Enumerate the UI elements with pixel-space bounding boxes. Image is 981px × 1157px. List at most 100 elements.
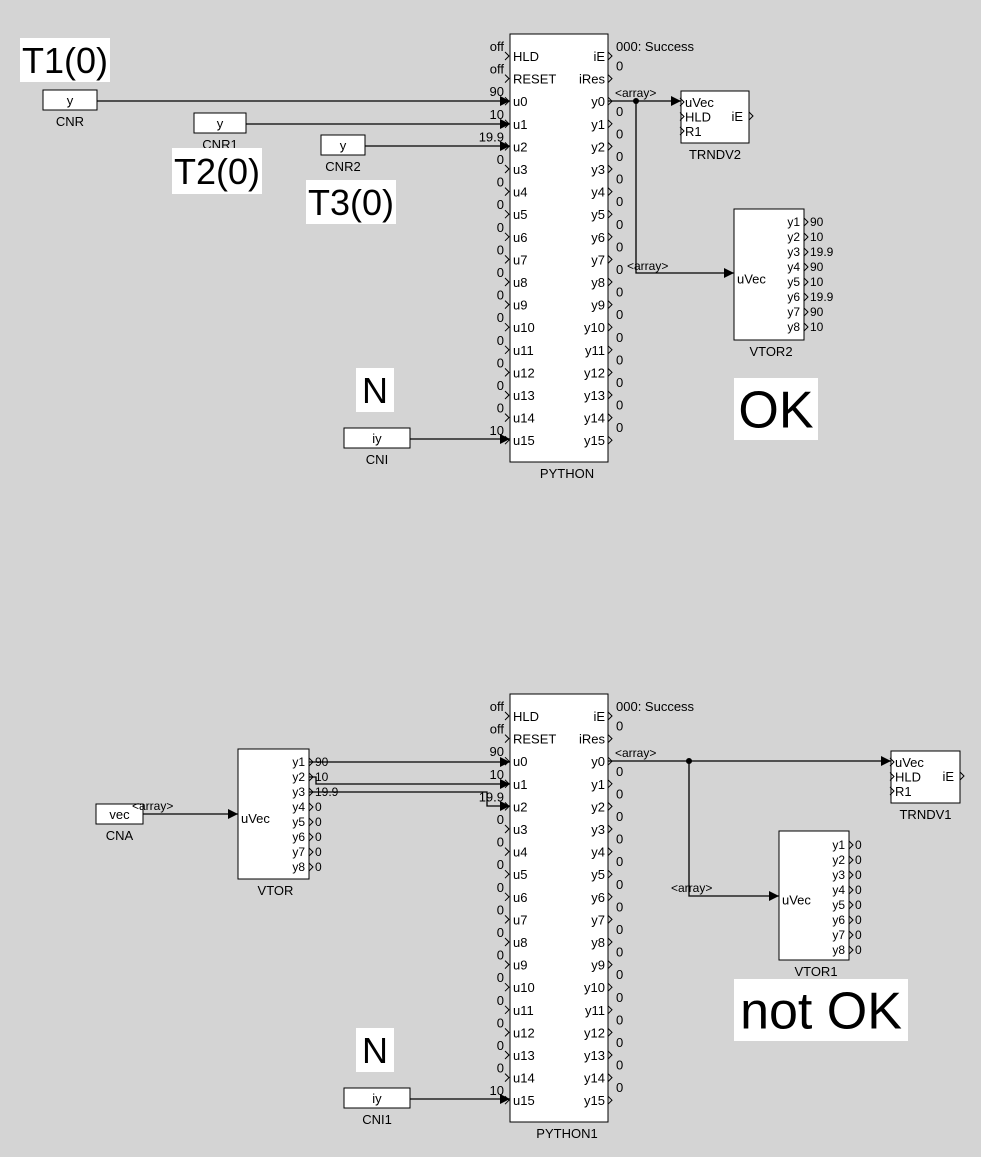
input-port-label: u7 bbox=[513, 912, 527, 927]
top.python-box[interactable] bbox=[509, 33, 609, 463]
output-value: 19.9 bbox=[810, 245, 834, 259]
input-value: 0 bbox=[497, 993, 504, 1008]
output-value: 0 bbox=[855, 928, 862, 942]
input-port-chevron bbox=[504, 982, 510, 992]
bottom.cna-name: CNA bbox=[106, 828, 134, 843]
output-value: 0 bbox=[616, 1012, 623, 1027]
input-value: 0 bbox=[497, 948, 504, 963]
output-value: 0 bbox=[616, 330, 623, 345]
output-value: 0 bbox=[616, 945, 623, 960]
input-port-label: uVec bbox=[737, 272, 766, 287]
output-value: 000: Success bbox=[616, 699, 695, 714]
input-port-label: HLD bbox=[513, 709, 539, 724]
output-port-chevron bbox=[607, 51, 613, 61]
top.cnr-box[interactable] bbox=[42, 89, 98, 111]
input-port-label: u15 bbox=[513, 433, 535, 448]
output-port-chevron bbox=[803, 247, 809, 257]
top.cnr2-box[interactable] bbox=[320, 134, 366, 156]
bottom.trndv-box[interactable] bbox=[890, 750, 961, 804]
output-value: 0 bbox=[616, 59, 623, 74]
arrow-head bbox=[500, 1094, 510, 1104]
top.cni-box[interactable] bbox=[343, 427, 411, 449]
input-port-label: u12 bbox=[513, 1025, 535, 1040]
input-port-label: R1 bbox=[895, 784, 912, 799]
bottom.cni-box[interactable] bbox=[343, 1087, 411, 1109]
output-port-label: y5 bbox=[292, 815, 305, 829]
output-port-label: y7 bbox=[591, 912, 605, 927]
bottom.python-name: PYTHON1 bbox=[536, 1126, 597, 1141]
output-port-chevron bbox=[607, 982, 613, 992]
top.trndv-box[interactable] bbox=[680, 90, 750, 144]
wire-y0-vtor bbox=[688, 761, 779, 897]
output-port-chevron bbox=[803, 277, 809, 287]
output-value: 0 bbox=[616, 990, 623, 1005]
output-port-label: y1 bbox=[591, 777, 605, 792]
input-port-chevron bbox=[679, 126, 685, 136]
output-port-label: y1 bbox=[591, 117, 605, 132]
top.cni-value: iy bbox=[372, 431, 382, 446]
input-port-chevron bbox=[504, 255, 510, 264]
output-port-chevron bbox=[607, 74, 613, 83]
output-value: 0 bbox=[616, 764, 623, 779]
input-port-chevron bbox=[504, 869, 510, 879]
top.cnr2-name: CNR2 bbox=[325, 159, 360, 174]
output-value: 0 bbox=[855, 913, 862, 927]
input-port-chevron bbox=[504, 915, 510, 924]
top.vtor-box[interactable] bbox=[733, 208, 805, 341]
input-port-label: u11 bbox=[513, 343, 534, 358]
array-label: <array> bbox=[615, 86, 656, 100]
input-value: off bbox=[490, 722, 505, 737]
bottom.vtor_in-box[interactable] bbox=[237, 748, 310, 880]
input-port-chevron bbox=[504, 1073, 510, 1082]
output-value: 10 bbox=[315, 770, 329, 784]
input-value: 0 bbox=[497, 288, 504, 303]
output-port-label: y8 bbox=[832, 943, 845, 957]
output-port-chevron bbox=[607, 960, 613, 969]
arrow-head bbox=[500, 779, 510, 789]
output-port-chevron bbox=[308, 847, 314, 857]
input-port-chevron bbox=[504, 734, 510, 743]
bottom.vtor-box[interactable] bbox=[778, 830, 850, 961]
input-port-label: u13 bbox=[513, 388, 535, 403]
output-port-label: y2 bbox=[832, 853, 845, 867]
bottom.python-box[interactable] bbox=[509, 693, 609, 1123]
input-value: 0 bbox=[497, 1061, 504, 1076]
output-value: 0 bbox=[616, 194, 623, 209]
input-port-label: u10 bbox=[513, 980, 535, 995]
output-port-label: y9 bbox=[591, 958, 605, 973]
output-port-chevron bbox=[848, 900, 854, 910]
output-port-label: y7 bbox=[591, 252, 605, 267]
output-port-chevron bbox=[607, 187, 613, 196]
top.cnr1-box[interactable] bbox=[193, 112, 247, 134]
output-port-label: y6 bbox=[787, 290, 800, 304]
input-port-label: RESET bbox=[513, 732, 556, 747]
output-port-chevron bbox=[607, 1028, 613, 1037]
output-port-label: y6 bbox=[292, 830, 305, 844]
status-not-ok-bg bbox=[734, 979, 908, 1041]
output-value: 0 bbox=[616, 217, 623, 232]
label-t1: T1(0) bbox=[22, 40, 108, 81]
output-port-label: y3 bbox=[591, 162, 605, 177]
output-port-chevron bbox=[748, 111, 754, 121]
input-value: 0 bbox=[497, 242, 504, 257]
output-port-label: y4 bbox=[591, 185, 605, 200]
output-port-label: y3 bbox=[787, 245, 800, 259]
output-port-chevron bbox=[848, 840, 854, 850]
output-port-chevron bbox=[803, 322, 809, 332]
input-port-chevron bbox=[504, 209, 510, 219]
output-value: 90 bbox=[810, 260, 824, 274]
output-value: 0 bbox=[616, 832, 623, 847]
